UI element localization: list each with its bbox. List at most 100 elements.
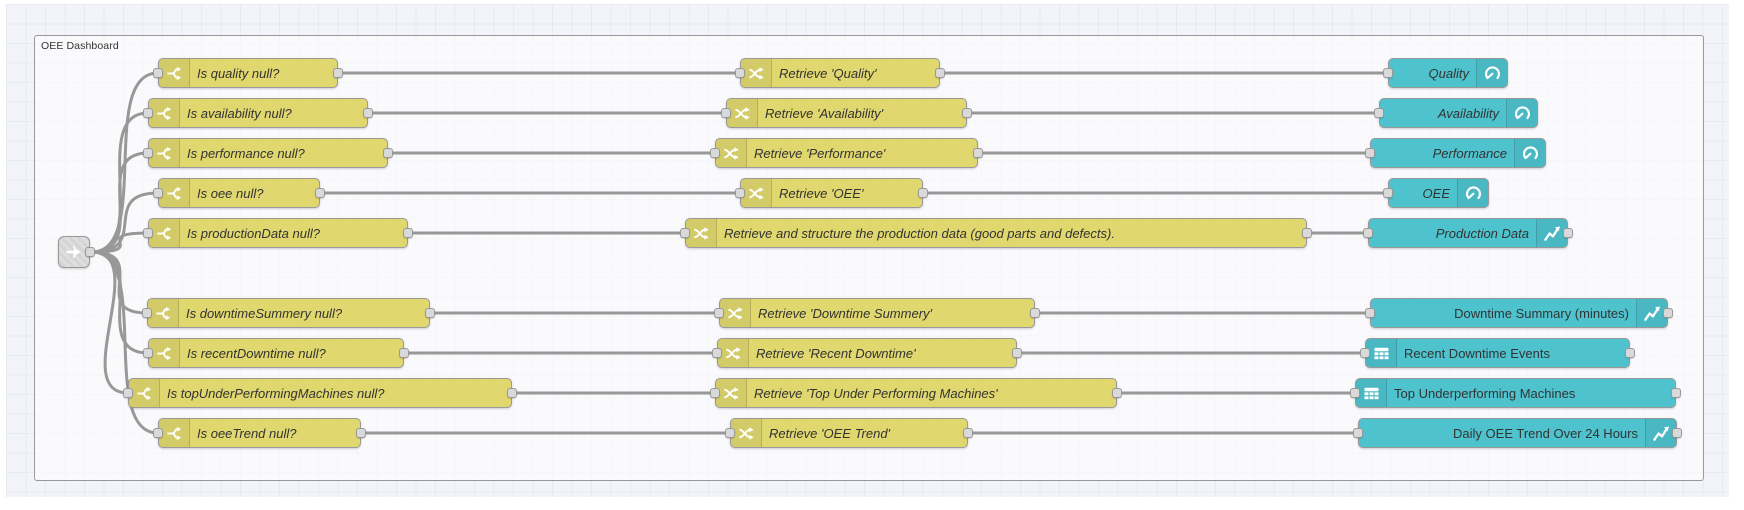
dashboard-gauge-node[interactable]: Availability bbox=[1374, 98, 1538, 128]
node-input-port[interactable] bbox=[712, 348, 722, 358]
switch-node[interactable]: Is availability null? bbox=[143, 98, 373, 128]
change-node[interactable]: Retrieve 'OEE' bbox=[735, 178, 928, 208]
node-label: Is oeeTrend null? bbox=[197, 425, 297, 441]
wire[interactable] bbox=[90, 151, 150, 254]
node-input-port[interactable] bbox=[735, 188, 745, 198]
node-label: Retrieve 'Availability' bbox=[765, 105, 884, 121]
wire[interactable] bbox=[90, 231, 150, 254]
change-node[interactable]: Retrieve and structure the production da… bbox=[680, 218, 1312, 248]
gauge-icon bbox=[1506, 99, 1537, 127]
switch-node[interactable]: Is performance null? bbox=[143, 138, 393, 168]
node-input-port[interactable] bbox=[714, 308, 724, 318]
node-input-port[interactable] bbox=[1365, 308, 1375, 318]
node-input-port[interactable] bbox=[1363, 228, 1373, 238]
node-output-port[interactable] bbox=[1030, 308, 1040, 318]
wire[interactable] bbox=[90, 250, 160, 435]
switch-node[interactable]: Is recentDowntime null? bbox=[143, 338, 409, 368]
node-input-port[interactable] bbox=[710, 388, 720, 398]
node-output-port[interactable] bbox=[935, 68, 945, 78]
node-input-port[interactable] bbox=[153, 188, 163, 198]
node-output-port[interactable] bbox=[85, 247, 95, 257]
node-output-port[interactable] bbox=[383, 148, 393, 158]
change-node[interactable]: Retrieve 'Downtime Summery' bbox=[714, 298, 1040, 328]
node-input-port[interactable] bbox=[142, 308, 152, 318]
change-node[interactable]: Retrieve 'Recent Downtime' bbox=[712, 338, 1022, 368]
dashboard-chart-node[interactable]: Daily OEE Trend Over 24 Hours bbox=[1353, 418, 1682, 448]
table-icon bbox=[1356, 379, 1387, 407]
node-output-port[interactable] bbox=[333, 68, 343, 78]
switch-node[interactable]: Is quality null? bbox=[153, 58, 343, 88]
node-output-port[interactable] bbox=[918, 188, 928, 198]
node-input-port[interactable] bbox=[710, 148, 720, 158]
switch-node[interactable]: Is productionData null? bbox=[143, 218, 413, 248]
gauge-icon bbox=[1514, 139, 1545, 167]
dashboard-chart-node[interactable]: Production Data bbox=[1363, 218, 1573, 248]
switch-node[interactable]: Is oeeTrend null? bbox=[153, 418, 366, 448]
node-output-port[interactable] bbox=[1672, 428, 1682, 438]
node-output-port[interactable] bbox=[356, 428, 366, 438]
node-input-port[interactable] bbox=[1383, 188, 1393, 198]
node-input-port[interactable] bbox=[1360, 348, 1370, 358]
change-node[interactable]: Retrieve 'OEE Trend' bbox=[725, 418, 973, 448]
node-input-port[interactable] bbox=[153, 68, 163, 78]
change-icon bbox=[727, 99, 758, 127]
change-icon bbox=[731, 419, 762, 447]
node-output-port[interactable] bbox=[363, 108, 373, 118]
switch-icon bbox=[148, 299, 179, 327]
node-input-port[interactable] bbox=[680, 228, 690, 238]
dashboard-table-node[interactable]: Top Underperforming Machines bbox=[1350, 378, 1681, 408]
change-node[interactable]: Retrieve 'Quality' bbox=[735, 58, 945, 88]
node-input-port[interactable] bbox=[721, 108, 731, 118]
gauge-icon bbox=[1457, 179, 1488, 207]
node-label: Availability bbox=[1437, 105, 1499, 121]
node-output-port[interactable] bbox=[1663, 308, 1673, 318]
node-input-port[interactable] bbox=[1353, 428, 1363, 438]
node-input-port[interactable] bbox=[143, 228, 153, 238]
node-output-port[interactable] bbox=[1112, 388, 1122, 398]
node-input-port[interactable] bbox=[1350, 388, 1360, 398]
node-label: Is availability null? bbox=[187, 105, 292, 121]
node-label: Downtime Summary (minutes) bbox=[1454, 305, 1629, 321]
node-label: Retrieve 'Performance' bbox=[754, 145, 886, 161]
node-input-port[interactable] bbox=[1365, 148, 1375, 158]
node-input-port[interactable] bbox=[1383, 68, 1393, 78]
node-output-port[interactable] bbox=[962, 108, 972, 118]
node-output-port[interactable] bbox=[963, 428, 973, 438]
switch-node[interactable]: Is downtimeSummery null? bbox=[142, 298, 435, 328]
node-input-port[interactable] bbox=[735, 68, 745, 78]
switch-node[interactable]: Is topUnderPerformingMachines null? bbox=[123, 378, 517, 408]
change-node[interactable]: Retrieve 'Performance' bbox=[710, 138, 983, 168]
node-output-port[interactable] bbox=[973, 148, 983, 158]
dashboard-gauge-node[interactable]: Quality bbox=[1383, 58, 1508, 88]
node-input-port[interactable] bbox=[143, 108, 153, 118]
node-output-port[interactable] bbox=[315, 188, 325, 198]
node-output-port[interactable] bbox=[1625, 348, 1635, 358]
node-output-port[interactable] bbox=[425, 308, 435, 318]
node-input-port[interactable] bbox=[1374, 108, 1384, 118]
node-output-port[interactable] bbox=[1671, 388, 1681, 398]
wire[interactable] bbox=[90, 250, 130, 395]
node-output-port[interactable] bbox=[403, 228, 413, 238]
dashboard-gauge-node[interactable]: OEE bbox=[1383, 178, 1489, 208]
node-label: OEE bbox=[1422, 185, 1450, 201]
node-output-port[interactable] bbox=[1302, 228, 1312, 238]
wire[interactable] bbox=[90, 250, 150, 355]
dashboard-chart-node[interactable]: Downtime Summary (minutes) bbox=[1365, 298, 1673, 328]
node-output-port[interactable] bbox=[1563, 228, 1573, 238]
node-input-port[interactable] bbox=[725, 428, 735, 438]
node-input-port[interactable] bbox=[143, 148, 153, 158]
link-in-node[interactable] bbox=[58, 236, 95, 268]
dashboard-table-node[interactable]: Recent Downtime Events bbox=[1360, 338, 1635, 368]
change-node[interactable]: Retrieve 'Top Under Performing Machines' bbox=[710, 378, 1122, 408]
node-output-port[interactable] bbox=[1012, 348, 1022, 358]
node-output-port[interactable] bbox=[507, 388, 517, 398]
node-output-port[interactable] bbox=[399, 348, 409, 358]
node-input-port[interactable] bbox=[153, 428, 163, 438]
wire[interactable] bbox=[90, 191, 160, 254]
switch-node[interactable]: Is oee null? bbox=[153, 178, 325, 208]
dashboard-gauge-node[interactable]: Performance bbox=[1365, 138, 1546, 168]
node-input-port[interactable] bbox=[143, 348, 153, 358]
node-input-port[interactable] bbox=[123, 388, 133, 398]
change-node[interactable]: Retrieve 'Availability' bbox=[721, 98, 972, 128]
